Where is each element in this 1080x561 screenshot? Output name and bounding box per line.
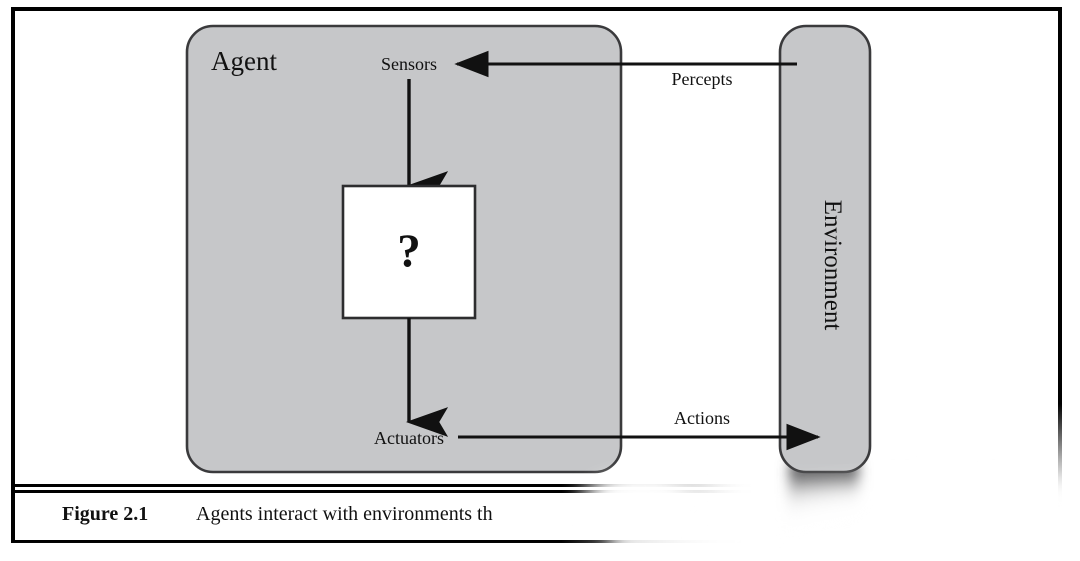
- sensors-label: Sensors: [381, 54, 437, 74]
- percepts-edge: Percepts: [454, 50, 797, 89]
- frame-top-rule: [11, 7, 1062, 11]
- caption-rule-upper: [11, 484, 1062, 487]
- agent-box-label: Agent: [211, 46, 277, 76]
- environment-box-label: Environment: [819, 200, 846, 331]
- decision-box-shape: [341, 184, 477, 320]
- environment-box-shape: [778, 24, 872, 474]
- scan-fade-overlay: [0, 466, 1080, 561]
- caption-rule-lower: [11, 490, 1062, 493]
- caption-figure-text: Agents interact with environments th: [196, 503, 493, 525]
- actions-edge: Actions: [458, 408, 821, 451]
- figure-caption-block: Figure 2.1 Agents interact with environm…: [11, 484, 1062, 543]
- actuators-label: Actuators: [374, 428, 444, 448]
- corner-fade-wash: [690, 475, 1080, 561]
- frame-right-rule: [1058, 7, 1062, 507]
- decision-box: ?: [341, 184, 477, 320]
- page-frame: [11, 7, 1062, 543]
- decision-box-label: ?: [397, 225, 421, 277]
- bottom-haze: [0, 548, 1080, 561]
- frame-left-rule: [11, 7, 15, 543]
- caption-rule-bottom: [11, 540, 1062, 543]
- agent-corner-fade-wash: [570, 466, 710, 534]
- percepts-label: Percepts: [672, 69, 733, 89]
- actions-label: Actions: [674, 408, 730, 428]
- caption-figure-label: Figure 2.1: [62, 503, 148, 525]
- environment-box: Environment: [778, 24, 872, 548]
